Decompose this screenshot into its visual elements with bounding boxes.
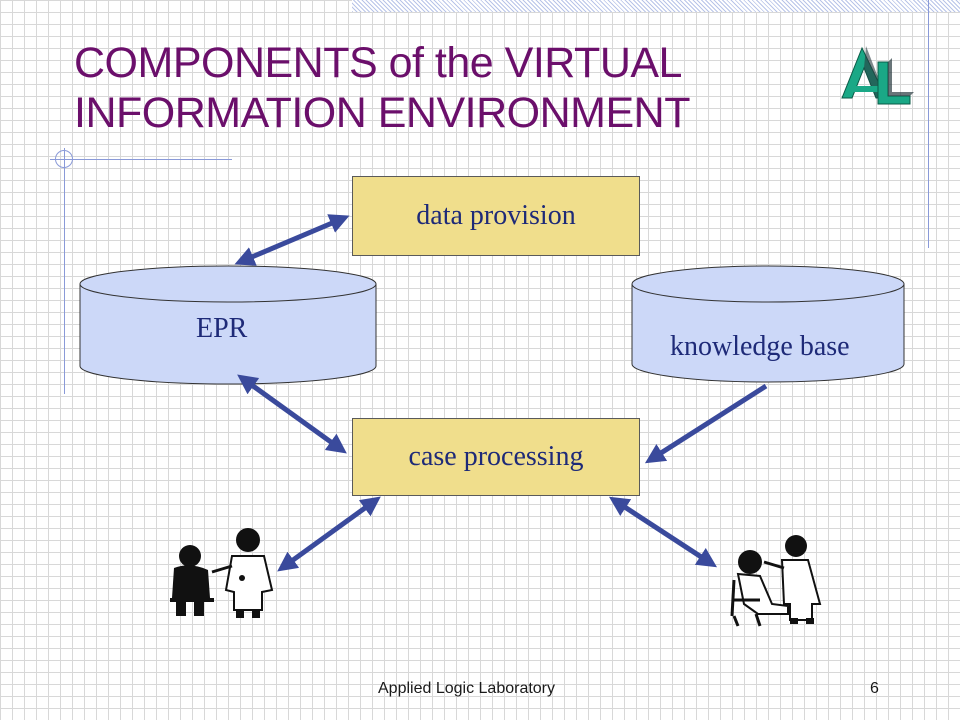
epr-label: EPR (196, 313, 248, 344)
knowledge-base-database-cylinder (631, 265, 905, 383)
data-provision-box: data provision (352, 176, 640, 256)
title-line-2: INFORMATION ENVIRONMENT (74, 89, 690, 137)
arrow-epr-data-provision (234, 214, 350, 266)
arrow-knowledge-base-case-processing (644, 383, 768, 464)
title-underline-rule (50, 159, 232, 160)
corner-circle-mark (55, 150, 73, 168)
knowledge-base-label: knowledge base (670, 331, 850, 362)
doctor-examining-patient-icon (170, 528, 274, 618)
doctor-examining-seated-patient-icon (730, 535, 822, 627)
page-number: 6 (870, 680, 879, 697)
left-vertical-rule (64, 148, 65, 394)
title-line-1: COMPONENTS of the VIRTUAL (74, 39, 682, 87)
applied-logic-laboratory-logo-icon (841, 46, 914, 105)
case-processing-box: case processing (352, 418, 640, 496)
case-processing-label: case processing (408, 441, 584, 472)
data-provision-label: data provision (416, 200, 576, 231)
footer-lab-name: Applied Logic Laboratory (378, 680, 556, 697)
right-vertical-rule (928, 0, 929, 248)
arrow-case-processing-left-figure (277, 496, 381, 572)
arrow-epr-case-processing (237, 374, 347, 454)
arrow-case-processing-right-figure (608, 496, 718, 568)
slide-title: COMPONENTS of the VIRTUAL INFORMATION EN… (74, 38, 814, 138)
top-hatch-bar (352, 0, 960, 12)
